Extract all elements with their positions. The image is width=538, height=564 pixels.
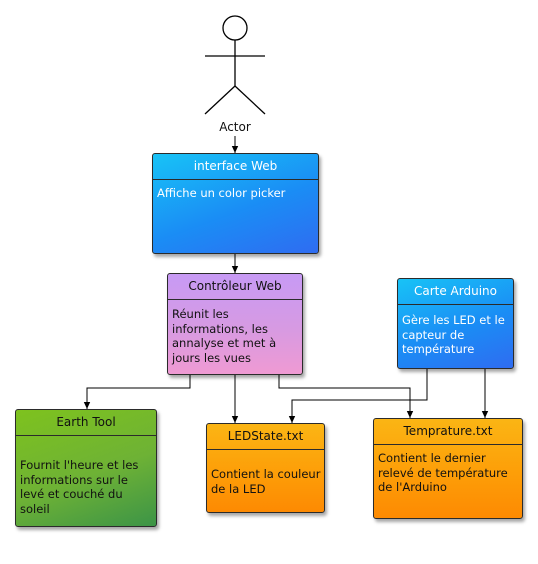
text-line: Gère les LED et le: [402, 313, 505, 327]
text-line: Contient le dernier: [378, 451, 486, 465]
text-line: relevé de température: [378, 465, 508, 480]
text-line: Réunit les: [172, 307, 229, 321]
node-carte-arduino[interactable]: Carte Arduino Gère les LED et le capteur…: [397, 278, 514, 369]
text-line: température: [402, 342, 475, 356]
actor-left-leg: [204, 85, 236, 115]
text-line: capteur de: [402, 327, 465, 342]
edge-arduino-to-ledstate: [288, 369, 428, 423]
text-line: informations, les: [172, 321, 268, 336]
node-carte-arduino-title: Carte Arduino: [398, 279, 513, 305]
text-line: de la LED: [211, 481, 266, 496]
text-line: informations sur le: [20, 472, 128, 487]
node-temprature[interactable]: Temprature.txt Contient le dernier relev…: [373, 418, 523, 519]
node-controleur-web[interactable]: Contrôleur Web Réunit les informations, …: [167, 273, 303, 375]
text-line: Fournit l'heure et les: [20, 458, 139, 472]
actor-right-leg: [234, 85, 266, 115]
node-controleur-web-text: Réunit les informations, les annalyse et…: [172, 307, 299, 365]
node-carte-arduino-text: Gère les LED et le capteur de températur…: [402, 313, 510, 357]
node-earth-tool[interactable]: Earth Tool Fournit l'heure et les inform…: [15, 409, 157, 527]
text-line: Affiche un color picker: [157, 186, 286, 200]
edge-controleur-earthtool: [83, 368, 194, 409]
node-temprature-title: Temprature.txt: [374, 419, 522, 445]
text-line: annalyse et met à: [172, 336, 277, 350]
node-temprature-text: Contient le dernier relevé de températur…: [378, 451, 519, 495]
actor-head: [222, 15, 248, 41]
actor-label: Actor: [219, 120, 251, 134]
edge-controleur-to-temprature: [278, 375, 414, 418]
node-earth-tool-text: Fournit l'heure et les informations sur …: [20, 458, 153, 516]
node-ledstate-title: LEDState.txt: [207, 424, 324, 450]
node-interface-web-text: Affiche un color picker: [157, 186, 315, 201]
text-line: jours les vues: [172, 350, 251, 365]
node-interface-web[interactable]: interface Web Affiche un color picker: [152, 153, 319, 254]
text-line: de l'Arduino: [378, 480, 447, 494]
node-earth-tool-title: Earth Tool: [16, 410, 156, 436]
text-line: Contient la couleur: [211, 467, 321, 481]
node-ledstate[interactable]: LEDState.txt Contient la couleur de la L…: [206, 423, 325, 513]
node-interface-web-title: interface Web: [153, 154, 318, 180]
node-ledstate-text: Contient la couleur de la LED: [211, 467, 321, 496]
node-controleur-web-title: Contrôleur Web: [168, 274, 302, 300]
text-line: levé et couché du soleil: [20, 487, 123, 516]
actor-figure: [204, 15, 266, 115]
